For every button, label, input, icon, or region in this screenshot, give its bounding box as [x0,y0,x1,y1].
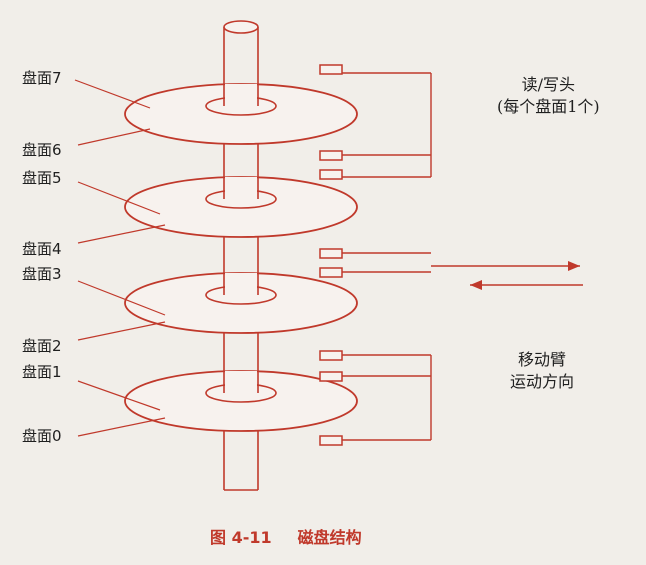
read-write-head-1 [319,371,343,382]
platter-stack [124,83,358,432]
read-write-head-5 [319,169,343,180]
leader-line-4 [77,224,166,244]
platter-1 [124,83,358,145]
surface-label-3: 盘面3 [22,265,62,283]
surface-label-6: 盘面6 [22,141,62,159]
arrow-right-icon [568,261,580,271]
figure-number: 图 4-11 [210,528,272,547]
surface-label-2: 盘面2 [22,337,62,355]
read-write-head-6 [319,150,343,161]
leader-line-1 [77,380,161,411]
leader-line-5 [77,181,161,215]
read-write-head-7 [319,64,343,75]
spindle-over-platter [225,273,257,295]
spindle-over-platter [225,177,257,199]
head-label-line1: 读/写头 [521,75,576,94]
label-leader-lines [74,79,166,437]
figure-caption: 图 4-11 磁盘结构 [210,524,362,548]
platter-4 [124,370,358,432]
spindle-top-cap [223,20,259,34]
platter-2 [124,176,358,238]
figure-title: 磁盘结构 [297,528,362,547]
head-label: 读/写头 (每个盘面1个) [497,74,600,117]
leader-line-3 [77,280,166,316]
surface-label-4: 盘面4 [22,240,62,258]
read-write-head-4 [319,248,343,259]
head-label-line2: (每个盘面1个) [497,96,600,116]
read-write-head-2 [319,350,343,361]
leader-line-7 [74,79,151,109]
surface-label-5: 盘面5 [22,169,62,187]
arm-direction-label: 移动臂 运动方向 [510,349,574,392]
leader-line-0 [77,417,166,437]
arm-direction-line2: 运动方向 [510,371,575,391]
spindle-over-platter [225,371,257,393]
leader-line-6 [77,128,151,146]
spindle-over-platter [225,84,257,106]
arm-direction-line1: 移动臂 [518,350,567,369]
platter-3 [124,272,358,334]
read-write-head-3 [319,267,343,278]
read-write-heads [319,64,583,446]
leader-line-2 [77,321,166,341]
arrow-left-icon [470,280,482,290]
read-write-head-0 [319,435,343,446]
surface-label-0: 盘面0 [22,427,62,445]
surface-label-7: 盘面7 [22,69,62,87]
surface-label-1: 盘面1 [22,363,62,381]
